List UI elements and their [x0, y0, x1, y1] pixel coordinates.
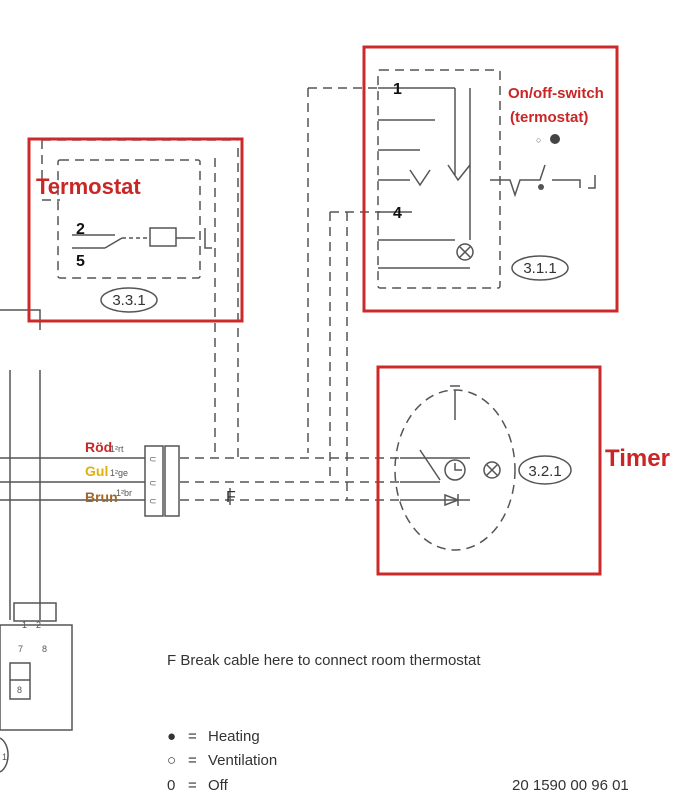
wiring-paths: [0, 87, 400, 620]
onoff-title-line1: On/off-switch: [508, 85, 604, 102]
onoff-switch-component: ○ 3.1.1 1 4: [377, 69, 596, 289]
legend-symbol-heating: ●: [167, 728, 176, 745]
terminal-2-label: 2: [76, 221, 85, 238]
timer-title: Timer: [605, 445, 670, 472]
svg-text:⊂: ⊂: [149, 496, 157, 506]
switch-ref-label: 3.1.1: [523, 260, 556, 277]
terminal-1-label: 1: [393, 81, 402, 98]
wire-label-rod: Röd: [85, 439, 112, 455]
svg-text:8: 8: [42, 644, 47, 654]
svg-text:=: =: [188, 728, 197, 745]
legend-symbol-ventilation: ○: [167, 752, 176, 769]
document-number: 20 1590 00 96 01: [512, 777, 629, 794]
termostat-highlight-box: [27, 137, 244, 323]
legend-text-heating: Heating: [208, 728, 260, 745]
wire-label-brun: Brun: [85, 489, 118, 505]
wire-labels: Röd 1²rt Gul 1²ge Brun 1²br: [85, 439, 132, 505]
onoff-title-line2: (termostat): [510, 109, 588, 126]
red-annotations: Termostat On/off-switch (termostat) Time…: [27, 45, 670, 576]
wire-code-rod: 1²rt: [110, 444, 124, 454]
wire-code-gul: 1²ge: [110, 468, 128, 478]
notes-legend: F Break cable here to connect room therm…: [167, 652, 629, 794]
termostat-component: 3.3.1 2 5: [57, 159, 212, 313]
legend-text-ventilation: Ventilation: [208, 752, 277, 769]
timer-highlight-box: [376, 365, 602, 576]
svg-text:⊂: ⊂: [149, 478, 157, 488]
svg-text:8: 8: [17, 685, 22, 695]
wire-label-gul: Gul: [85, 463, 108, 479]
svg-text:2: 2: [36, 620, 41, 630]
legend-symbol-off: 0: [167, 777, 175, 794]
cable-break-mark: F: [226, 489, 236, 506]
svg-text:7: 7: [18, 644, 23, 654]
termostat-title: Termostat: [36, 174, 141, 199]
svg-text:○: ○: [536, 135, 541, 145]
connector-block: ⊂ ⊂ ⊂ F: [144, 445, 236, 517]
terminal-4-label: 4: [393, 205, 402, 222]
plug-relay: 8 7 8 1 2 1: [0, 602, 73, 773]
svg-text:1: 1: [2, 752, 7, 762]
wire-code-brun: 1²br: [116, 488, 132, 498]
svg-text:1: 1: [22, 620, 27, 630]
svg-text:⊂: ⊂: [149, 454, 157, 464]
onoff-switch-highlight-box: [362, 45, 619, 313]
timer-component: 3.2.1: [394, 385, 572, 551]
svg-text:=: =: [188, 752, 197, 769]
svg-text:=: =: [188, 777, 197, 794]
termostat-ref-label: 3.3.1: [112, 292, 145, 309]
legend-text-off: Off: [208, 777, 229, 794]
timer-ref-label: 3.2.1: [528, 463, 561, 480]
terminal-5-label: 5: [76, 253, 85, 270]
break-cable-note: F Break cable here to connect room therm…: [167, 652, 481, 669]
